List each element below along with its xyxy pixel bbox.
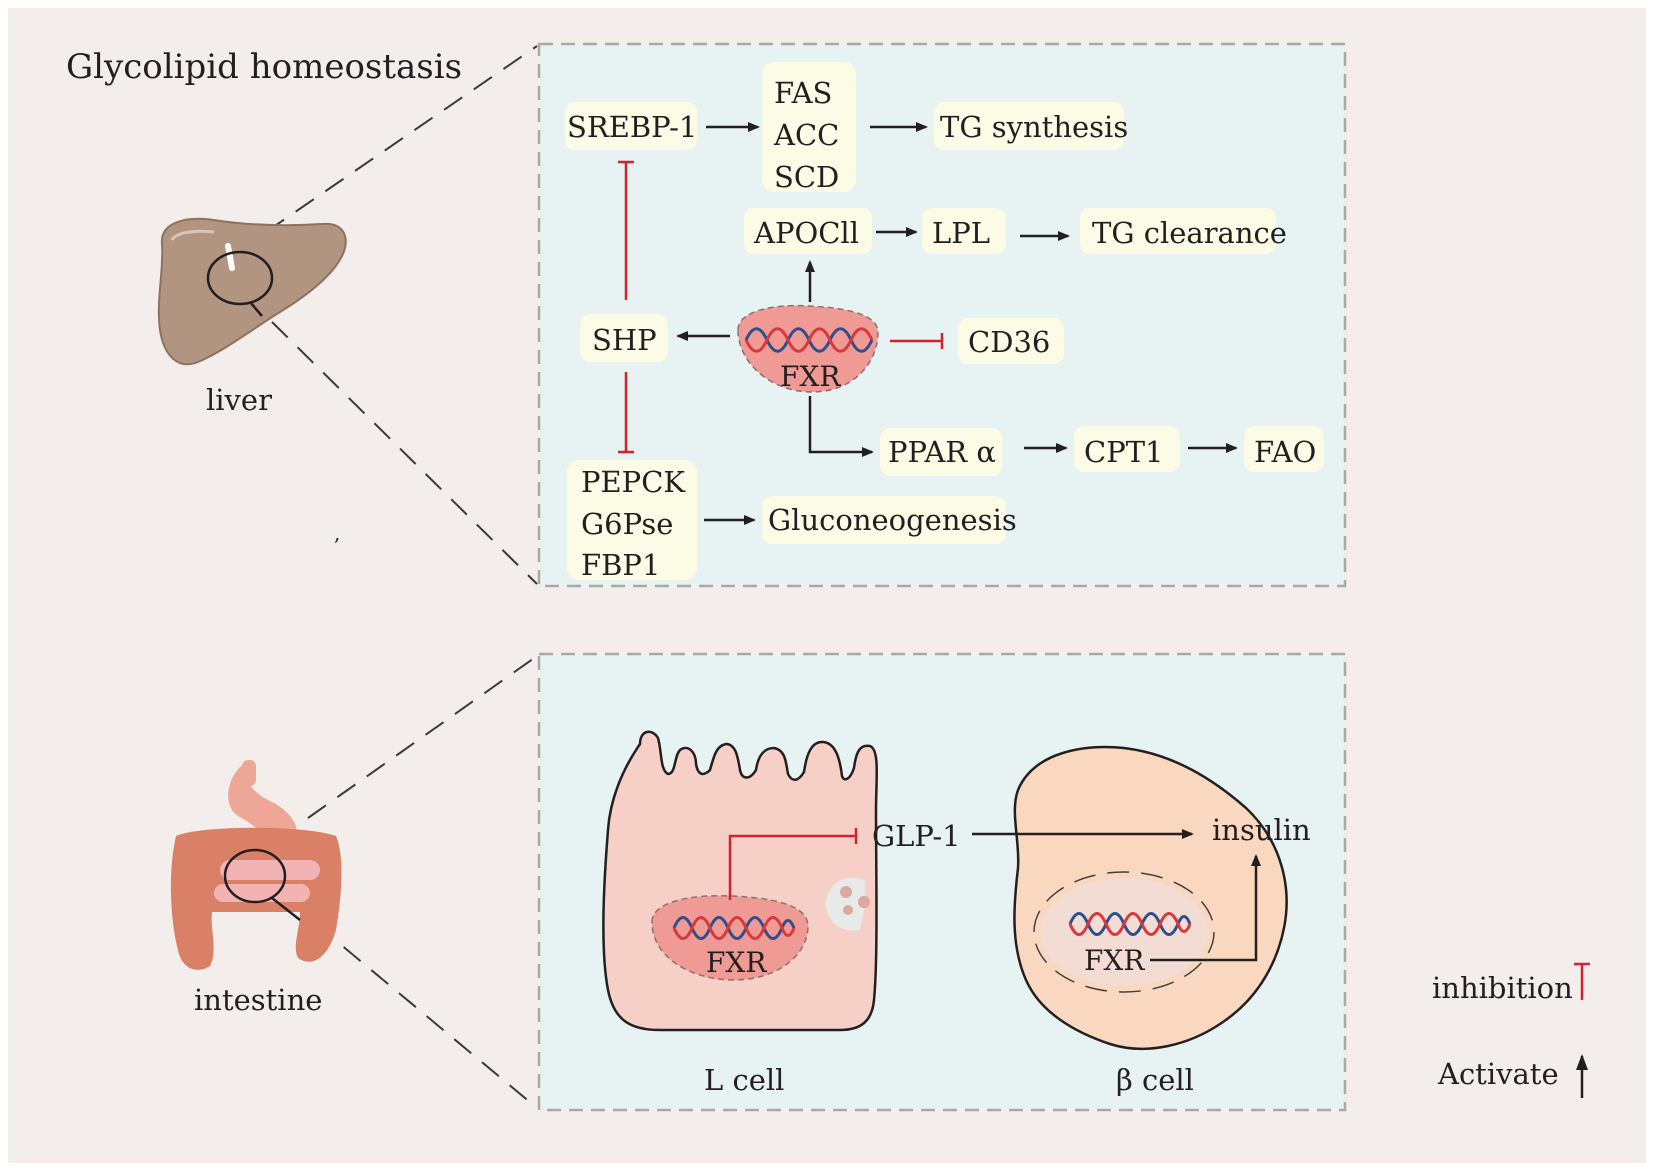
node-box-fao [1244, 426, 1324, 472]
node-cd36: CD36 [968, 325, 1050, 359]
liver-icon [157, 217, 347, 366]
node-gluconeogenesis: Gluconeogenesis [768, 503, 1017, 537]
node-box-ppara [880, 428, 1002, 476]
node-fao: FAO [1254, 435, 1316, 469]
node-box-gluco-enzymes [567, 460, 697, 580]
node-g6pse: G6Pse [581, 507, 673, 541]
legend-activate-label: Activate [1437, 1057, 1559, 1091]
node-apocii: APOCll [753, 216, 859, 250]
node-box-tg-synthesis [934, 102, 1124, 150]
arrow-fxr-to-insulin [1150, 854, 1261, 962]
node-tg-clearance: TG clearance [1092, 216, 1287, 250]
liver-label: liver [206, 383, 272, 417]
node-pepck: PEPCK [581, 465, 686, 499]
stray-mark: , [334, 521, 340, 545]
node-box-gluconeogenesis [762, 496, 1006, 544]
legend-inhibition-symbol [1574, 962, 1590, 1000]
inhibit-fxr-glp1 [728, 828, 858, 900]
node-box-fas-acc-scd [762, 62, 856, 192]
node-shp: SHP [592, 323, 657, 357]
node-lpl: LPL [932, 216, 990, 250]
inhibit-shp-srebp1 [618, 160, 634, 300]
node-acc: ACC [773, 118, 839, 152]
inhibit-fxr-cd36 [890, 333, 944, 349]
node-box-lpl [922, 208, 1006, 254]
fxr-liver-label: FXR [780, 360, 841, 393]
node-box-cd36 [958, 318, 1064, 364]
liver-zoom-line-bottom [271, 321, 538, 585]
arrow-fxr-to-ppara [808, 396, 874, 457]
fxr-lcell-label: FXR [706, 946, 767, 979]
intestine-label: intestine [194, 983, 322, 1017]
node-fbp1: FBP1 [581, 548, 660, 582]
node-box-srebp1 [565, 102, 697, 150]
node-fas: FAS [774, 76, 832, 110]
node-box-cpt1 [1074, 426, 1180, 472]
node-ppara: PPAR α [888, 435, 996, 469]
node-glp1: GLP-1 [872, 819, 961, 853]
figure-title: Glycolipid homeostasis [66, 47, 462, 87]
beta-cell-label: β cell [1116, 1063, 1194, 1097]
intestine-zoom-line-top [307, 655, 538, 819]
node-tg-synthesis: TG synthesis [940, 110, 1128, 144]
l-cell-label: L cell [704, 1063, 784, 1097]
node-srebp1: SREBP-1 [567, 110, 697, 144]
beta-cell [1013, 745, 1288, 1051]
node-cpt1: CPT1 [1084, 435, 1164, 469]
inhibit-shp-pepck [618, 372, 634, 454]
liver-zoom-line-top [265, 45, 538, 233]
legend-inhibition-label: inhibition [1432, 971, 1573, 1005]
node-box-apocii [744, 208, 872, 254]
fxr-nucleus-lcell [651, 894, 809, 981]
node-scd: SCD [774, 160, 839, 194]
intestine-icon [170, 760, 342, 970]
node-insulin: insulin [1212, 813, 1311, 847]
fxr-nucleus-liver [737, 304, 879, 393]
l-cell [602, 730, 879, 1032]
intestine-zoom-line-bottom [315, 923, 538, 1109]
node-box-shp [580, 314, 668, 362]
fxr-bcell-label: FXR [1084, 944, 1145, 977]
node-box-tg-clearance [1080, 208, 1276, 254]
